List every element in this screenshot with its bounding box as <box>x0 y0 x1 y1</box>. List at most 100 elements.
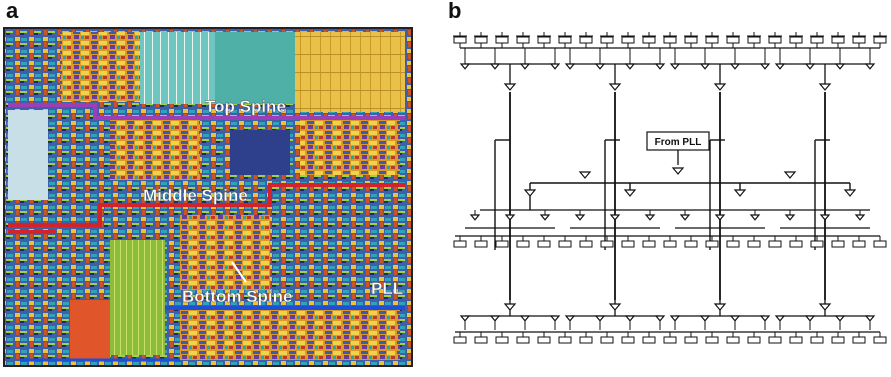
buffer-triangle <box>774 315 786 322</box>
buffer-triangle <box>864 63 876 70</box>
buffer-triangle <box>489 315 501 322</box>
clock-leaf <box>621 336 635 344</box>
panel-a-label: a <box>6 0 19 23</box>
buffer-triangle <box>608 83 622 91</box>
buffer-triangle <box>644 214 656 221</box>
buffer-triangle <box>504 214 516 221</box>
buffer-triangle <box>699 63 711 70</box>
buffer-triangle <box>654 63 666 70</box>
clock-leaf <box>537 336 551 344</box>
buffer-triangle <box>578 171 592 179</box>
buffer-triangle <box>564 63 576 70</box>
die-region <box>180 310 400 360</box>
clock-leaf <box>831 336 845 344</box>
buffer-triangle <box>519 63 531 70</box>
clock-leaf <box>852 336 866 344</box>
buffer-triangle <box>759 315 771 322</box>
clock-leaf <box>558 336 572 344</box>
die-photo: Top Spine Middle Spine Bottom Spine PLL <box>3 27 413 367</box>
buffer-triangle <box>854 214 866 221</box>
buffer-triangle <box>539 214 551 221</box>
clock-leaf <box>453 336 467 344</box>
buffer-triangle <box>713 303 727 311</box>
buffer-triangle <box>804 63 816 70</box>
buffer-triangle <box>729 315 741 322</box>
top-spine-line <box>8 103 405 120</box>
tree-wires <box>453 32 887 337</box>
clock-tree-diagram: From PLL <box>453 32 887 344</box>
clock-leaf <box>600 36 614 44</box>
clock-leaf <box>852 36 866 44</box>
clock-leaf <box>537 240 551 248</box>
clock-leaf <box>453 240 467 248</box>
buffer-triangle <box>818 83 832 91</box>
buffer-triangle <box>671 167 685 175</box>
buffer-triangle <box>549 315 561 322</box>
clock-leaf <box>810 36 824 44</box>
buffer-triangle <box>749 214 761 221</box>
buffer-triangle <box>818 303 832 311</box>
clock-leaf <box>873 240 887 248</box>
clock-leaf <box>789 240 803 248</box>
buffer-triangle <box>699 315 711 322</box>
clock-leaf <box>663 240 677 248</box>
buffer-triangle <box>774 63 786 70</box>
buffer-triangle <box>459 63 471 70</box>
clock-leaf <box>558 36 572 44</box>
clock-leaf <box>768 36 782 44</box>
from-pll-label: From PLL <box>655 137 702 148</box>
buffer-triangle <box>654 315 666 322</box>
clock-leaf <box>810 336 824 344</box>
clock-leaf <box>558 240 572 248</box>
clock-leaf <box>831 36 845 44</box>
clock-leaf <box>642 336 656 344</box>
die-region <box>110 240 165 355</box>
clock-leaf <box>621 240 635 248</box>
die-region <box>10 230 70 350</box>
clock-leaf <box>768 240 782 248</box>
die-region <box>70 300 110 360</box>
clock-leaf <box>810 240 824 248</box>
die-region <box>300 120 400 175</box>
die-region <box>8 110 48 200</box>
clock-leaf <box>600 336 614 344</box>
clock-leaf <box>705 336 719 344</box>
buffer-triangle <box>623 189 637 197</box>
buffer-triangle <box>729 63 741 70</box>
clock-leaf <box>789 36 803 44</box>
buffer-triangle <box>469 214 481 221</box>
buffer-triangle <box>669 63 681 70</box>
clock-leaf <box>768 336 782 344</box>
pll-label: PLL <box>371 279 403 298</box>
clock-leaf <box>705 36 719 44</box>
clock-leaf <box>621 36 635 44</box>
buffer-triangle <box>564 315 576 322</box>
clock-leaf <box>474 36 488 44</box>
buffer-triangle <box>503 303 517 311</box>
clock-leaf <box>516 336 530 344</box>
clock-leaf <box>705 240 719 248</box>
die-region <box>180 215 270 290</box>
clock-leaf <box>474 240 488 248</box>
clock-leaf <box>495 240 509 248</box>
buffer-triangle <box>834 63 846 70</box>
buffer-triangle <box>519 315 531 322</box>
clock-leaf <box>789 336 803 344</box>
buffer-triangle <box>733 189 747 197</box>
buffer-triangle <box>843 189 857 197</box>
die-region <box>110 120 200 180</box>
pll-box <box>646 131 710 151</box>
buffer-triangle <box>804 315 816 322</box>
panel-b-label: b <box>448 0 462 23</box>
die-region <box>230 130 290 175</box>
buffer-triangle <box>523 189 537 197</box>
buffer-triangle <box>549 63 561 70</box>
clock-leaf <box>579 240 593 248</box>
clock-leaf <box>726 240 740 248</box>
buffer-triangle <box>679 214 691 221</box>
clock-leaf <box>873 36 887 44</box>
clock-leaf <box>747 36 761 44</box>
clock-leaf <box>516 36 530 44</box>
clock-leaf <box>537 36 551 44</box>
buffer-triangle <box>784 214 796 221</box>
